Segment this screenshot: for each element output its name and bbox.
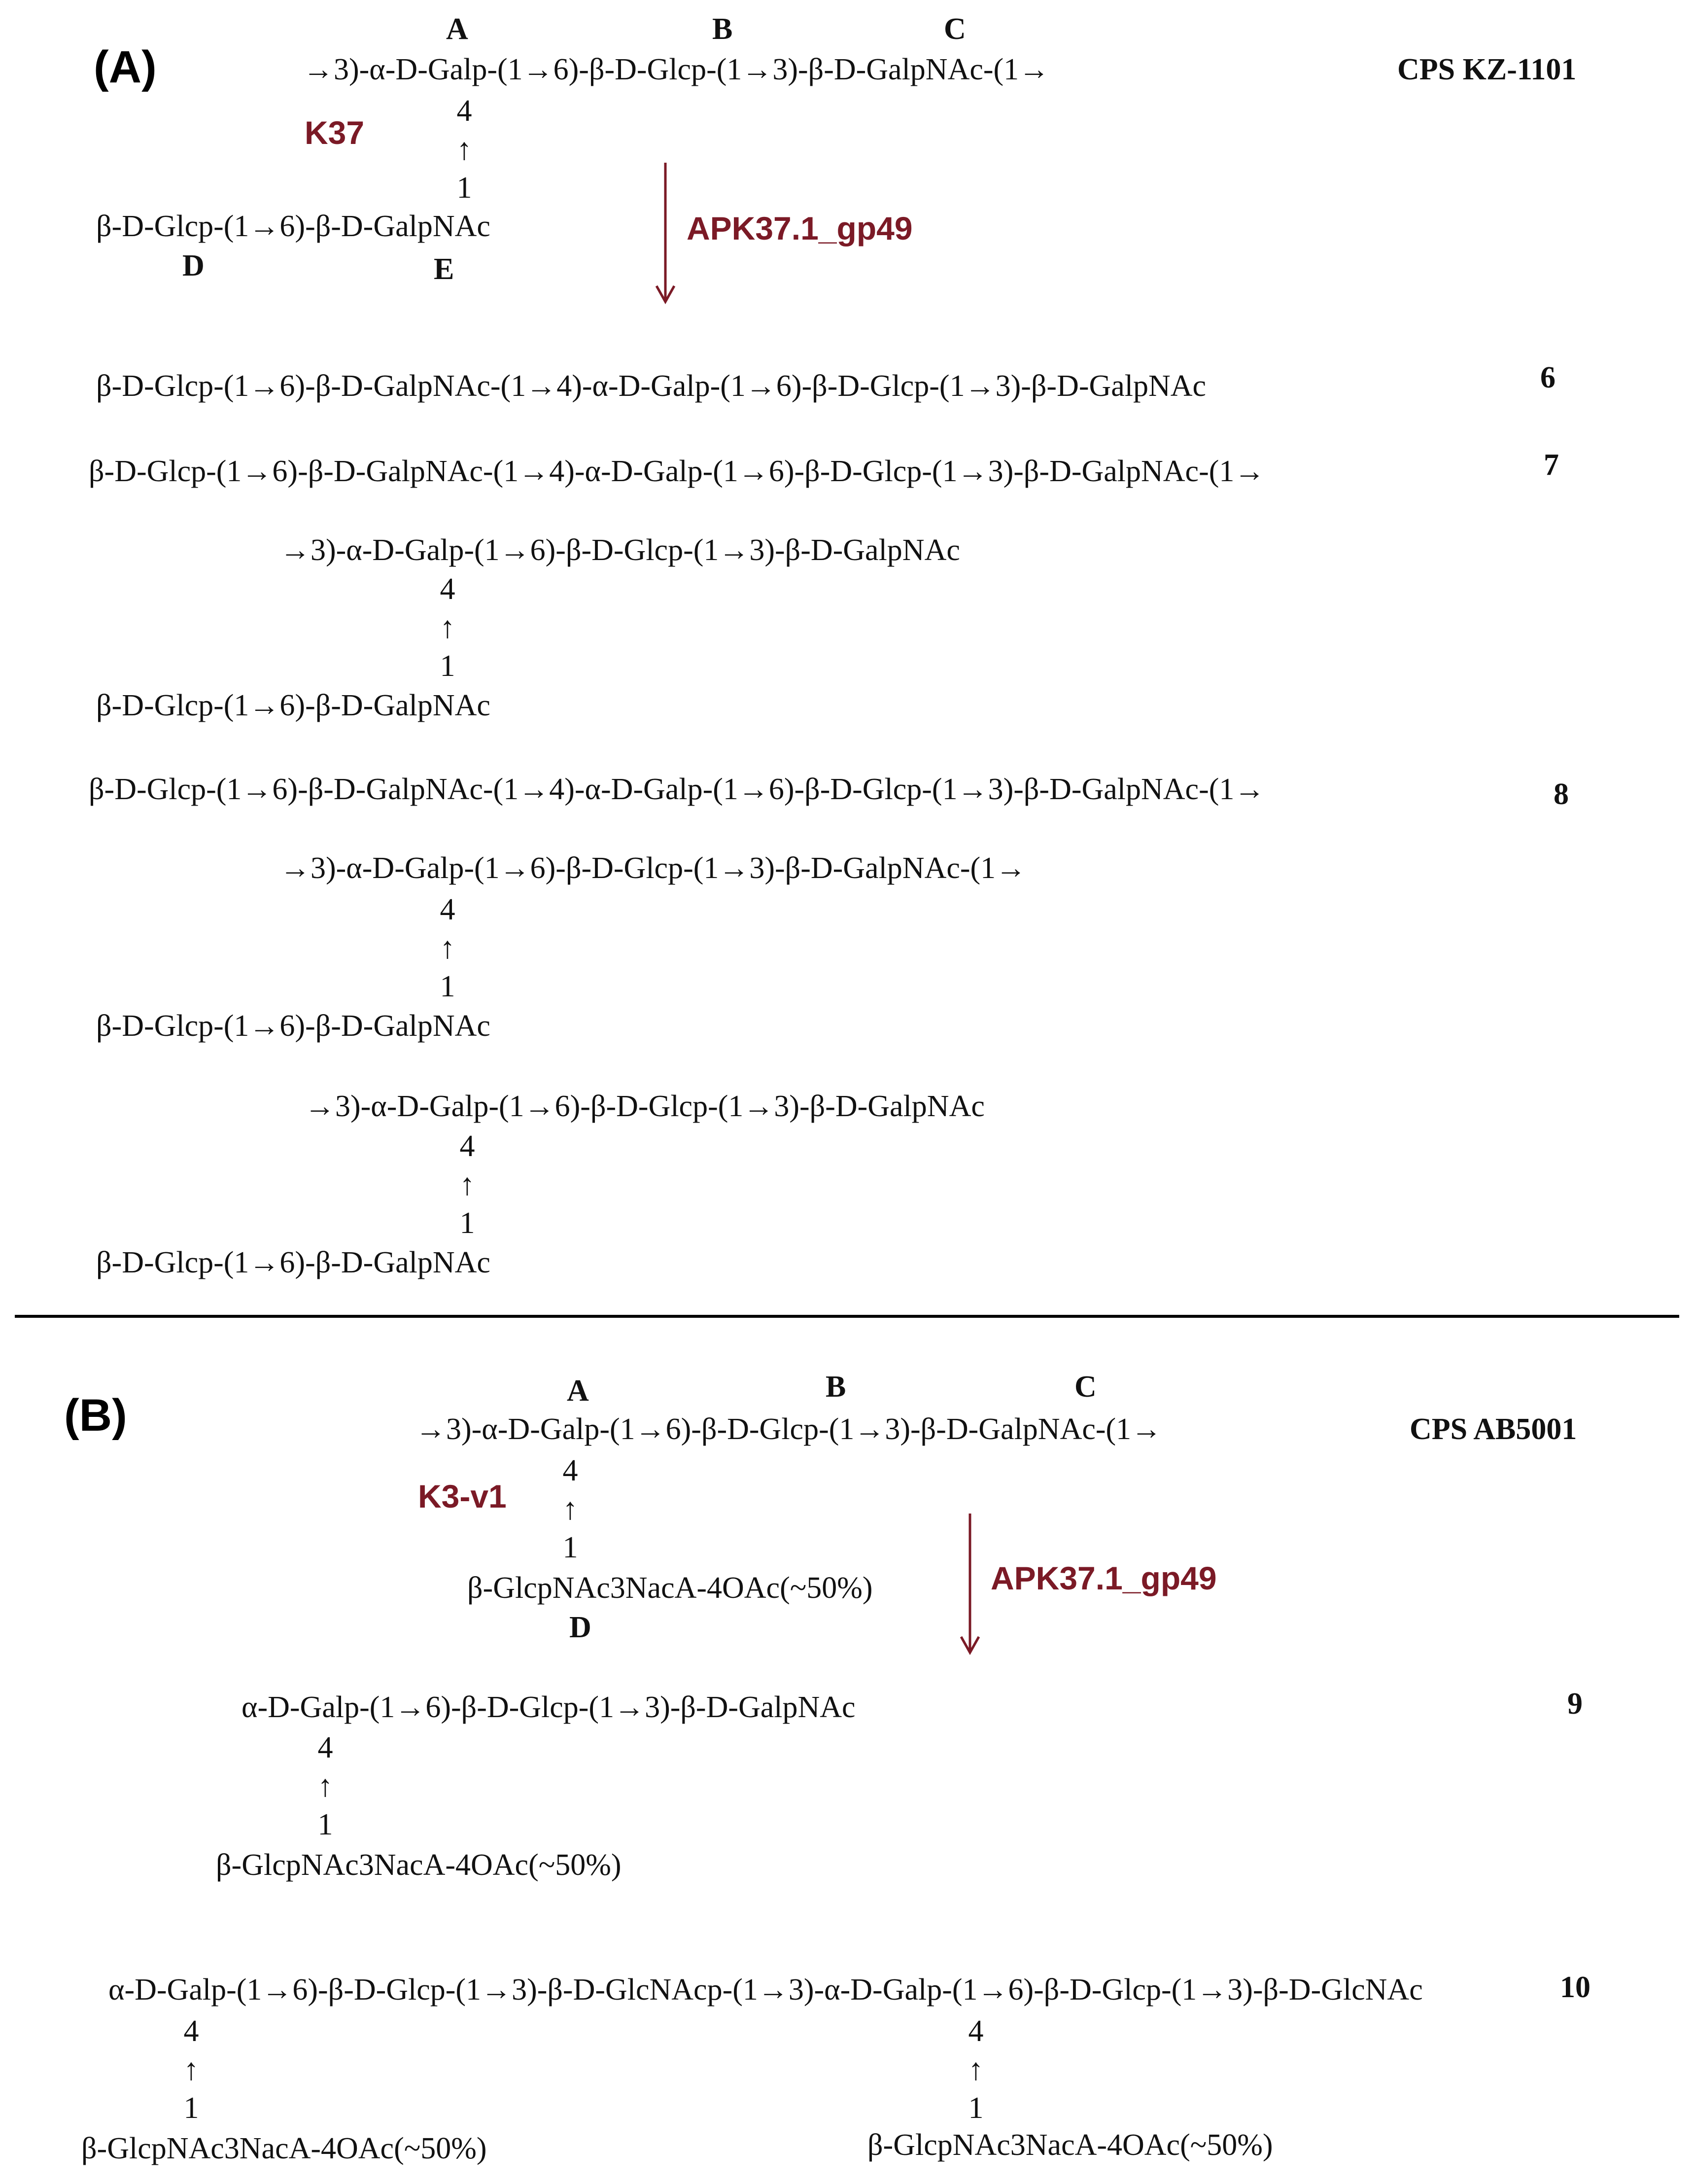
linkage-4: 4 xyxy=(456,94,472,128)
b-residue-letter-d: D xyxy=(569,1611,591,1644)
b-residue-letter-b: B xyxy=(826,1370,846,1404)
product-8-branch-2: β-D-Glcp-(1→6)-β-D-GalpNAc xyxy=(96,1246,490,1279)
product-6: β-D-Glcp-(1→6)-β-D-GalpNAc-(1→4)-α-D-Gal… xyxy=(96,369,1207,403)
product-8-chain-2: →3)-α-D-Galp-(1→6)-β-D-Glcp-(1→3)-β-D-Ga… xyxy=(280,851,1027,885)
enzyme-label-b: APK37.1_gp49 xyxy=(991,1560,1217,1596)
product-8-branch-1: β-D-Glcp-(1→6)-β-D-GalpNAc xyxy=(96,1009,490,1043)
product-10-branch-2: β-GlcpNAc3NacA-4OAc(~50%) xyxy=(867,2128,1273,2162)
product-9: α-D-Galp-(1→6)-β-D-Glcp-(1→3)-β-D-GalpNA… xyxy=(242,1691,856,1724)
p9-linkage-up-arrow: ↑ xyxy=(317,1769,333,1803)
residue-letter-e: E xyxy=(434,252,454,286)
product-number-6: 6 xyxy=(1540,361,1556,394)
p10-linkage-1-b: 1 xyxy=(968,2091,984,2125)
residue-letter-d: D xyxy=(182,249,205,282)
k3v1-type-label: K3-v1 xyxy=(418,1478,507,1515)
p10-linkage-up-arrow-a: ↑ xyxy=(183,2053,199,2086)
p10-linkage-4-a: 4 xyxy=(183,2014,199,2048)
p7-linkage-1: 1 xyxy=(440,649,455,683)
panel-divider xyxy=(15,1315,1679,1318)
product-7-branch: β-D-Glcp-(1→6)-β-D-GalpNAc xyxy=(96,689,490,722)
residue-letter-a: A xyxy=(446,12,468,46)
p8-linkage-4-a: 4 xyxy=(440,893,455,926)
cps-ab5001-main-chain: →3)-α-D-Galp-(1→6)-β-D-Glcp-(1→3)-β-D-Ga… xyxy=(415,1412,1162,1446)
product-number-10: 10 xyxy=(1560,1971,1590,2004)
p8-linkage-1-a: 1 xyxy=(440,970,455,1003)
product-7-chain-1: β-D-Glcp-(1→6)-β-D-GalpNAc-(1→4)-α-D-Gal… xyxy=(89,455,1265,488)
product-10: α-D-Galp-(1→6)-β-D-Glcp-(1→3)-β-D-GlcNAc… xyxy=(108,1973,1423,2007)
p10-linkage-1-a: 1 xyxy=(183,2091,199,2125)
product-8-chain-1: β-D-Glcp-(1→6)-β-D-GalpNAc-(1→4)-α-D-Gal… xyxy=(89,773,1265,806)
enzyme-arrow-down-icon xyxy=(655,163,676,305)
product-number-8: 8 xyxy=(1554,777,1569,811)
cps-kz1101-label: CPS KZ-1101 xyxy=(1397,53,1577,86)
cps-ab5001-branch: β-GlcpNAc3NacA-4OAc(~50%) xyxy=(467,1571,873,1605)
linkage-up-arrow: ↑ xyxy=(456,133,472,166)
p9-linkage-1: 1 xyxy=(317,1808,333,1841)
p9-linkage-4: 4 xyxy=(317,1731,333,1764)
b-linkage-1: 1 xyxy=(562,1531,578,1564)
p10-linkage-4-b: 4 xyxy=(968,2014,984,2048)
p8-linkage-1-b: 1 xyxy=(459,1206,475,1240)
product-number-7: 7 xyxy=(1544,448,1559,482)
linkage-1: 1 xyxy=(456,171,472,205)
panel-a-label: (A) xyxy=(94,42,157,92)
p7-linkage-4: 4 xyxy=(440,572,455,606)
p7-linkage-up-arrow: ↑ xyxy=(440,611,455,644)
cps-ab5001-label: CPS AB5001 xyxy=(1410,1412,1577,1446)
p8-linkage-up-arrow-a: ↑ xyxy=(440,931,455,965)
b-residue-letter-a: A xyxy=(567,1374,589,1408)
product-7-chain-2: →3)-α-D-Galp-(1→6)-β-D-Glcp-(1→3)-β-D-Ga… xyxy=(280,533,960,567)
residue-letter-b: B xyxy=(712,12,733,46)
cps-kz1101-main-chain: →3)-α-D-Galp-(1→6)-β-D-Glcp-(1→3)-β-D-Ga… xyxy=(303,53,1050,86)
p8-linkage-4-b: 4 xyxy=(459,1129,475,1163)
k37-type-label: K37 xyxy=(305,114,365,151)
product-10-branch-1: β-GlcpNAc3NacA-4OAc(~50%) xyxy=(81,2132,487,2165)
p8-linkage-up-arrow-b: ↑ xyxy=(459,1168,475,1201)
b-linkage-4: 4 xyxy=(562,1454,578,1487)
residue-letter-c: C xyxy=(944,12,966,46)
p10-linkage-up-arrow-b: ↑ xyxy=(968,2053,984,2086)
b-residue-letter-c: C xyxy=(1074,1370,1097,1404)
product-8-chain-3: →3)-α-D-Galp-(1→6)-β-D-Glcp-(1→3)-β-D-Ga… xyxy=(305,1090,985,1123)
enzyme-label-a: APK37.1_gp49 xyxy=(687,210,913,247)
enzyme-arrow-down-icon-b xyxy=(960,1514,980,1656)
cps-kz1101-branch: β-D-Glcp-(1→6)-β-D-GalpNAc xyxy=(96,210,490,243)
product-number-9: 9 xyxy=(1567,1687,1583,1721)
b-linkage-up-arrow: ↑ xyxy=(562,1492,578,1526)
product-9-branch: β-GlcpNAc3NacA-4OAc(~50%) xyxy=(216,1848,622,1882)
panel-b-label: (B) xyxy=(64,1390,127,1441)
